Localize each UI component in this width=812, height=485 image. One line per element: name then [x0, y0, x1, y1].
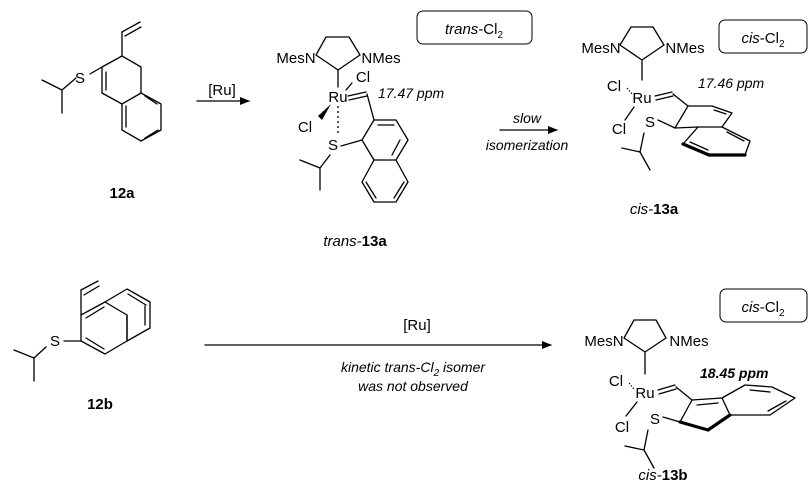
sulfur-atom: S	[50, 333, 60, 350]
nmes-label: NMes	[361, 50, 400, 67]
sulfur-atom: S	[645, 114, 655, 131]
reagent-label-top: [Ru]	[208, 82, 236, 99]
ruthenium-atom: Ru	[632, 90, 651, 107]
chloride-lower: Cl	[615, 419, 629, 436]
complex-cis-13a: MesN NMes Cl Ru Cl 17.46 ppm S cis-Cl2 c…	[581, 19, 808, 218]
not-observed-note-line2: was not observed	[358, 378, 469, 394]
molecule-12b: S 12b	[13, 280, 151, 413]
cis-cl2-box-bottom	[719, 288, 808, 323]
chloride-upper: Cl	[609, 373, 623, 390]
compound-label-12b: 12b	[87, 396, 113, 413]
mesn-label: MesN	[584, 333, 623, 350]
complex-cis-13b: MesN NMes Cl Ru Cl 18.45 ppm S cis-Cl2 c…	[584, 288, 808, 484]
mesn-label: MesN	[276, 50, 315, 67]
trans-cl2-box	[416, 10, 533, 45]
cis-cl2-box-top	[718, 19, 808, 54]
mesn-label: MesN	[581, 40, 620, 57]
cis-shift-13a: 17.46 ppm	[698, 75, 764, 91]
cis-cl2-label-top: cis-Cl2	[741, 30, 785, 50]
not-observed-note-line1: kinetic trans-Cl2 isomer	[341, 359, 486, 379]
reagent-label-bottom: [Ru]	[403, 317, 431, 334]
slow-label: slow	[513, 110, 542, 126]
compound-label-cis-13a: cis-13a	[630, 201, 679, 218]
compound-label-cis-13b: cis-13b	[638, 467, 687, 484]
chloride-upper: Cl	[607, 78, 621, 95]
compound-label-trans-13a: trans-13a	[323, 233, 387, 250]
isomerization-label: isomerization	[486, 137, 569, 153]
molecule-12a: S 12a	[41, 21, 162, 202]
ruthenium-atom: Ru	[635, 385, 654, 402]
sulfur-atom: S	[650, 411, 660, 428]
chloride-lower: Cl	[298, 119, 312, 136]
sulfur-atom: S	[75, 70, 85, 87]
chloride-lower: Cl	[612, 121, 626, 138]
reaction-arrow-bottom: [Ru] kinetic trans-Cl2 isomer was not ob…	[204, 317, 552, 394]
isomerization-arrow: slow isomerization	[486, 110, 569, 153]
compound-label-12a: 12a	[109, 185, 135, 202]
sulfur-atom: S	[328, 137, 338, 154]
cis-cl2-label-bottom: cis-Cl2	[741, 299, 785, 319]
cis-shift-13b: 18.45 ppm	[700, 365, 768, 381]
chloride-upper: Cl	[356, 69, 370, 86]
trans-shift: 17.47 ppm	[378, 85, 444, 101]
nmes-label: NMes	[669, 333, 708, 350]
complex-trans-13a: MesN NMes Ru Cl Cl S 17.47 ppm	[276, 10, 533, 250]
nmes-label: NMes	[665, 40, 704, 57]
reaction-arrow-1: [Ru]	[196, 82, 250, 105]
ruthenium-atom: Ru	[328, 89, 347, 106]
trans-cl2-label: trans-Cl2	[445, 21, 504, 41]
